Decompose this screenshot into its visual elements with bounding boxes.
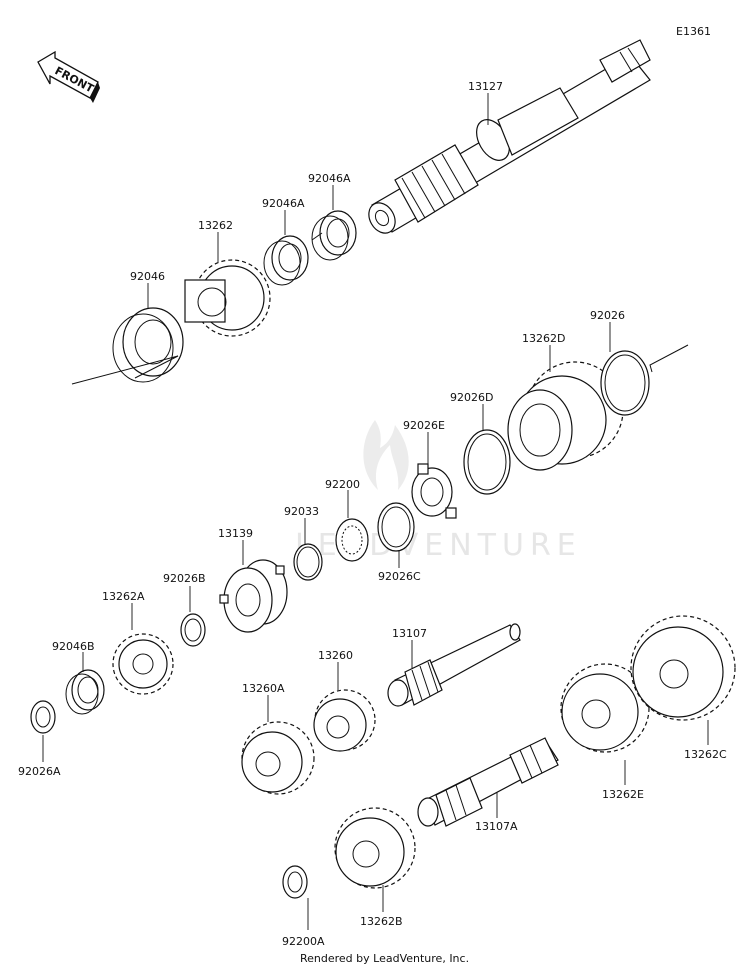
circlip-92033[interactable]	[293, 543, 323, 581]
label-92026E: 92026E	[403, 419, 445, 432]
label-92026B: 92026B	[163, 572, 206, 585]
label-92026: 92026	[590, 309, 625, 322]
shaft-13107[interactable]	[387, 623, 521, 707]
label-92033: 92033	[284, 505, 319, 518]
label-92026C: 92026C	[378, 570, 421, 583]
gear-13262B[interactable]	[334, 807, 416, 889]
label-13262: 13262	[198, 219, 233, 232]
gear-13262C[interactable]	[630, 615, 736, 721]
gear-13262[interactable]	[184, 259, 271, 337]
needle-bearing-92046B[interactable]	[65, 669, 105, 715]
label-13262B: 13262B	[360, 915, 403, 928]
gear-13260A[interactable]	[241, 721, 315, 795]
gear-13262E[interactable]	[560, 663, 650, 753]
label-92200A: 92200A	[282, 935, 325, 948]
label-13260A: 13260A	[242, 682, 285, 695]
label-92046A-1: 92046A	[308, 172, 351, 185]
label-13107: 13107	[392, 627, 427, 640]
gear-13262A[interactable]	[112, 633, 174, 695]
spline-washer-92200[interactable]	[335, 518, 369, 562]
gear-13262D[interactable]	[507, 361, 624, 471]
label-13127: 13127	[468, 80, 503, 93]
label-13262A: 13262A	[102, 590, 145, 603]
circlip-92026[interactable]	[600, 350, 650, 416]
needle-bearing-92046A-lower[interactable]	[263, 235, 309, 286]
washer-92026B[interactable]	[180, 613, 206, 647]
needle-bearing-92046A-upper[interactable]	[311, 210, 357, 261]
toothed-washer-92026E[interactable]	[411, 463, 457, 519]
shifter-coupling-13139[interactable]	[219, 559, 288, 633]
shaft-13107A[interactable]	[417, 737, 559, 827]
washer-92026A[interactable]	[30, 700, 56, 734]
gear-13260[interactable]	[313, 689, 376, 752]
label-13107A: 13107A	[475, 820, 518, 833]
label-13260: 13260	[318, 649, 353, 662]
circlip-92026C[interactable]	[377, 502, 415, 552]
label-92200: 92200	[325, 478, 360, 491]
label-13262C: 13262C	[684, 748, 727, 761]
front-arrow-icon: FRONT	[37, 50, 100, 103]
label-92046A-2: 92046A	[262, 197, 305, 210]
label-13139: 13139	[218, 527, 253, 540]
main-shaft-13127[interactable]	[364, 39, 651, 238]
label-92026A: 92026A	[18, 765, 61, 778]
label-92046: 92046	[130, 270, 165, 283]
footer-credit: Rendered by LeadVenture, Inc.	[300, 952, 469, 965]
label-13262D: 13262D	[522, 332, 565, 345]
label-92026D: 92026D	[450, 391, 493, 404]
label-13262E: 13262E	[602, 788, 644, 801]
label-92046B: 92046B	[52, 640, 95, 653]
washer-92200A[interactable]	[282, 865, 308, 899]
diagram-code: E1361	[676, 25, 711, 38]
circlip-92026D[interactable]	[463, 429, 511, 495]
